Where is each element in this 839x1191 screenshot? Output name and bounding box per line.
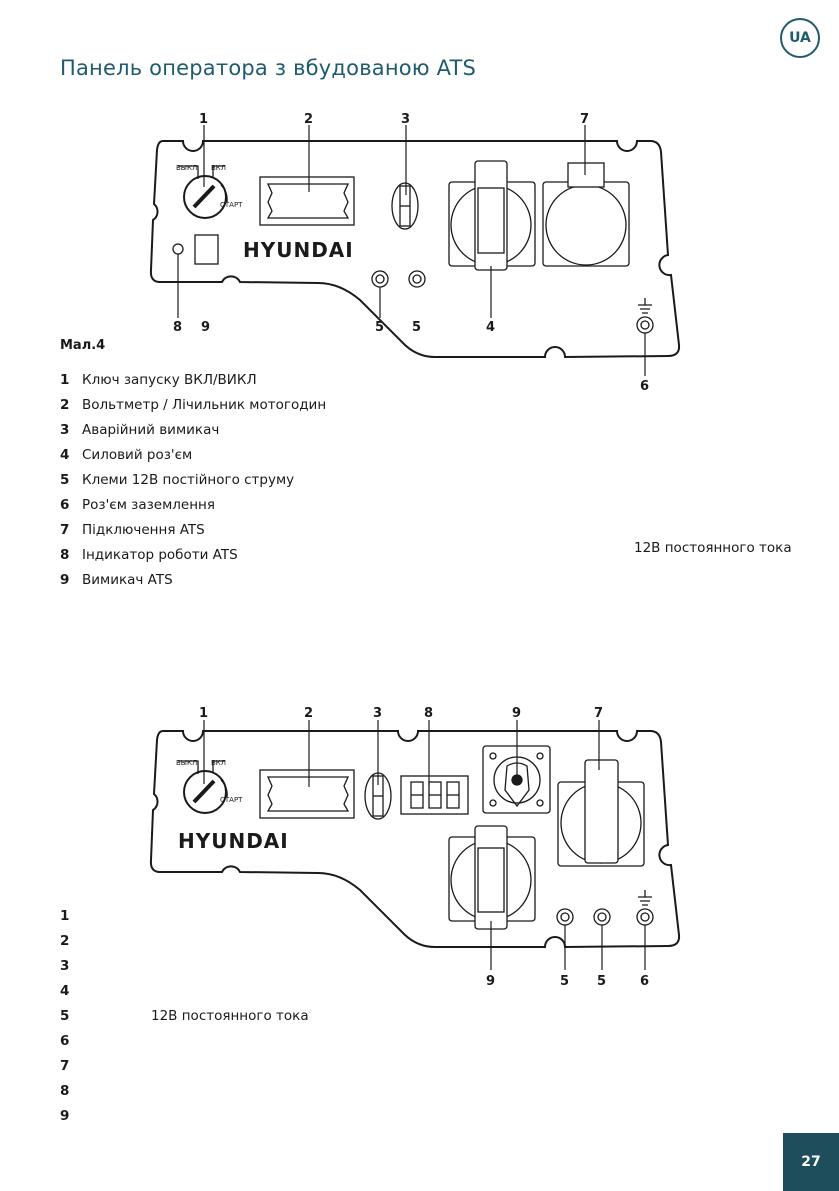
legend2-number: 8: [60, 1083, 70, 1099]
switch-off-label-2: ВЫКЛ: [176, 759, 197, 767]
callout2-9: 9: [512, 706, 521, 721]
page-title: Панель оператора з вбудованою ATS: [60, 56, 477, 80]
callout-5a: 5: [375, 320, 384, 335]
switch-on-label: ВКЛ: [211, 164, 226, 172]
side-note: 12В постоянного тока: [634, 540, 792, 556]
callout-7: 7: [580, 112, 589, 127]
callout2-3: 3: [373, 706, 382, 721]
brand-logo-2: HYUNDAI: [178, 829, 289, 853]
callout-4: 4: [486, 320, 495, 335]
callout2-9b: 9: [486, 974, 495, 989]
legend2-number: 9: [60, 1108, 70, 1124]
callout2-6: 6: [640, 974, 649, 989]
panel-outline: [149, 140, 681, 359]
panel-outline-2: [149, 730, 681, 949]
callout2-5b: 5: [597, 974, 606, 989]
callout-2: 2: [304, 112, 313, 127]
legend2-number: 1: [60, 908, 70, 924]
legend2-number: 4: [60, 983, 70, 999]
legend2-note-5: 12В постоянного тока: [151, 1008, 309, 1024]
legend2-number: 7: [60, 1058, 70, 1074]
switch-start-label: СТАРТ: [220, 201, 243, 209]
switch-on-label-2: ВКЛ: [211, 759, 226, 767]
legend2-number: 5: [60, 1008, 70, 1024]
callout2-7: 7: [594, 706, 603, 721]
callout2-2: 2: [304, 706, 313, 721]
callout2-5a: 5: [560, 974, 569, 989]
figure-1-panel-diagram: HYUNDAI ВЫКЛ ВКЛ СТАРТ 1 2 3 7 8 9 5 5 4…: [149, 112, 681, 394]
callout-1: 1: [199, 112, 208, 127]
figure-label: Мал.4: [60, 338, 106, 353]
legend2-number: 3: [60, 958, 70, 974]
switch-off-label: ВЫКЛ: [176, 164, 197, 172]
callout-6: 6: [640, 379, 649, 394]
callout2-1: 1: [199, 706, 208, 721]
legend2-number: 6: [60, 1033, 70, 1049]
switch-start-label-2: СТАРТ: [220, 796, 243, 804]
figure-2-panel-diagram: HYUNDAI ВЫКЛ ВКЛ СТАРТ 1 2 3 8 9 7 9 5 5…: [149, 706, 681, 989]
callout2-8: 8: [424, 706, 433, 721]
callout-9: 9: [201, 320, 210, 335]
legend2-number: 2: [60, 933, 70, 949]
callout-8: 8: [173, 320, 182, 335]
callout-3: 3: [401, 112, 410, 127]
brand-logo: HYUNDAI: [243, 238, 354, 262]
language-badge: UA: [780, 18, 820, 58]
page-number: 27: [783, 1133, 839, 1191]
callout-5b: 5: [412, 320, 421, 335]
